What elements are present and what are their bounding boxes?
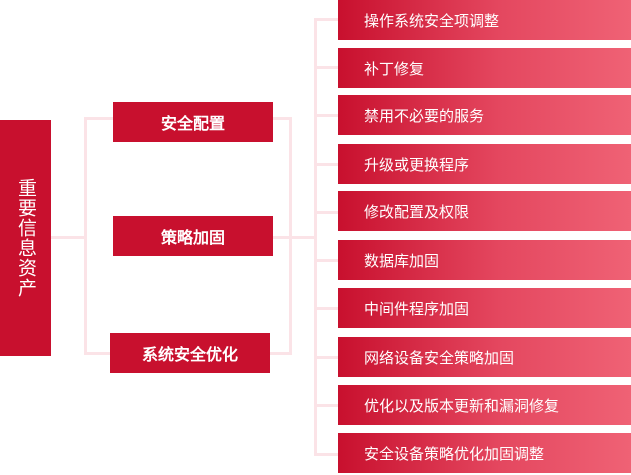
connector-root-horizontal — [51, 236, 85, 239]
item-label: 安全设备策略优化加固调整 — [364, 444, 545, 463]
connector-left-bracket-bottom — [84, 352, 110, 355]
item: 中间件程序加固 — [338, 288, 631, 328]
item-label: 补丁修复 — [364, 59, 425, 78]
category-policy-hardening: 策略加固 — [113, 216, 273, 256]
item-label: 升级或更换程序 — [364, 155, 470, 174]
connector-item-7 — [314, 307, 338, 310]
root-node: 重要信息资产 — [0, 120, 51, 356]
connector-item-8 — [314, 356, 338, 359]
connector-item-9 — [314, 404, 338, 407]
connector-items-vertical — [314, 18, 317, 456]
item-label: 中间件程序加固 — [364, 299, 470, 318]
item: 安全设备策略优化加固调整 — [338, 433, 631, 473]
connector-item-3 — [314, 114, 338, 117]
item: 补丁修复 — [338, 48, 631, 88]
item-label: 数据库加固 — [364, 251, 440, 270]
item-label: 网络设备安全策略加固 — [364, 348, 515, 367]
category-label: 策略加固 — [160, 228, 225, 247]
connector-right-bracket-middle — [273, 236, 316, 239]
connector-item-4 — [314, 163, 338, 166]
connector-item-1 — [314, 18, 338, 21]
item: 优化以及版本更新和漏洞修复 — [338, 385, 631, 425]
item: 数据库加固 — [338, 240, 631, 280]
category-label: 安全配置 — [160, 114, 225, 133]
item: 升级或更换程序 — [338, 144, 631, 184]
connector-item-6 — [314, 259, 338, 262]
connector-right-bracket-top — [273, 117, 291, 120]
item-label: 禁用不必要的服务 — [364, 106, 485, 125]
connector-left-bracket-top — [84, 117, 113, 120]
category-label: 系统安全优化 — [141, 345, 238, 364]
item: 修改配置及权限 — [338, 191, 631, 231]
item-label: 操作系统安全项调整 — [364, 11, 500, 30]
connector-item-5 — [314, 211, 338, 214]
connector-left-bracket-vertical — [84, 117, 87, 355]
item-label: 优化以及版本更新和漏洞修复 — [364, 396, 560, 415]
item: 网络设备安全策略加固 — [338, 337, 631, 377]
connector-item-10 — [314, 453, 338, 456]
item: 禁用不必要的服务 — [338, 95, 631, 135]
category-security-config: 安全配置 — [113, 102, 273, 142]
root-label: 重要信息资产 — [15, 178, 37, 298]
connector-right-bracket-bottom — [270, 352, 291, 355]
category-system-optimization: 系统安全优化 — [110, 333, 270, 373]
connector-item-2 — [314, 66, 338, 69]
item-label: 修改配置及权限 — [364, 202, 470, 221]
item: 操作系统安全项调整 — [338, 0, 631, 40]
